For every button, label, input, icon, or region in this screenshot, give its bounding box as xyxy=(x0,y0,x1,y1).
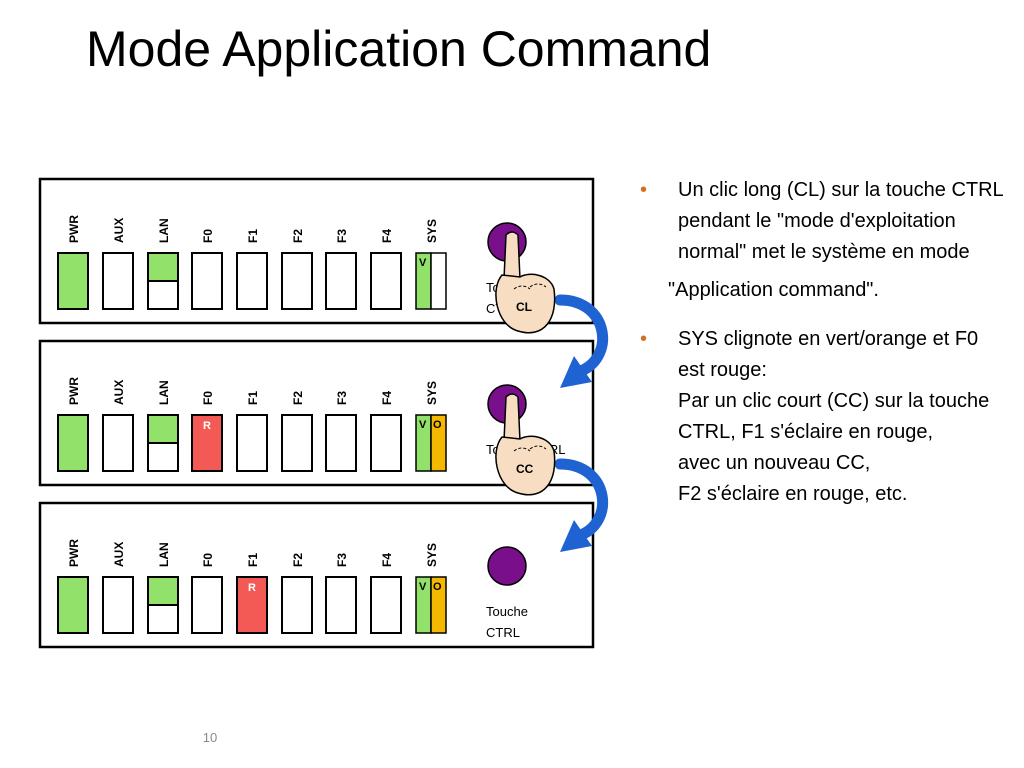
bullet-item: • Un clic long (CL) sur la touche CTRL p… xyxy=(636,175,1006,306)
led-f4 xyxy=(370,576,402,634)
led-f0 xyxy=(191,252,223,310)
led-f4 xyxy=(370,252,402,310)
hand-label: CL xyxy=(516,300,532,314)
led-f1 xyxy=(236,414,268,472)
knuckles xyxy=(513,283,547,290)
led-label-pwr: PWR xyxy=(67,539,81,567)
hand-label-bg xyxy=(514,461,538,475)
led-f2 xyxy=(281,576,313,634)
led-red-label: R xyxy=(203,420,211,432)
led-red-label: R xyxy=(248,582,256,594)
led-aux xyxy=(102,252,134,310)
led-label-f0: F0 xyxy=(201,229,215,243)
led-sys-o-label: O xyxy=(433,419,442,431)
led-label-f0: F0 xyxy=(201,553,215,567)
bullet-text: SYS clignote en vert/orange et F0 est ro… xyxy=(678,328,990,505)
led-label-aux: AUX xyxy=(112,218,126,243)
led-sys-orange xyxy=(430,414,447,472)
hand-label: CC xyxy=(516,462,534,476)
led-label-lan: LAN xyxy=(157,542,171,567)
led-label-lan: LAN xyxy=(157,380,171,405)
slide-title: Mode Application Command xyxy=(86,21,712,77)
finger xyxy=(503,393,521,442)
led-lan-top xyxy=(147,414,179,444)
led-pwr xyxy=(57,576,89,634)
led-pwr xyxy=(57,414,89,472)
arrow-body xyxy=(554,458,608,542)
led-sys-v-label: V xyxy=(419,581,427,593)
led-label-f2: F2 xyxy=(291,229,305,243)
led-label-f0: F0 xyxy=(201,391,215,405)
led-label-f3: F3 xyxy=(335,229,349,243)
led-label-sys: SYS xyxy=(425,381,439,405)
led-label-f1: F1 xyxy=(246,229,260,243)
led-lan-top xyxy=(147,576,179,606)
pointing-hand-icon: CL xyxy=(495,231,556,334)
led-aux xyxy=(102,576,134,634)
led-sys-o-label: O xyxy=(433,581,442,593)
led-label-f3: F3 xyxy=(335,553,349,567)
led-sys-v-label: V xyxy=(419,257,427,269)
led-label-sys: SYS xyxy=(425,219,439,243)
ctrl-button xyxy=(487,546,527,586)
led-f0 xyxy=(191,414,223,472)
led-f2 xyxy=(281,252,313,310)
touch-ctrl-label: CTRL xyxy=(486,625,520,640)
led-label-f3: F3 xyxy=(335,391,349,405)
led-label-sys: SYS xyxy=(425,543,439,567)
arrow-head xyxy=(560,520,592,552)
led-label-f4: F4 xyxy=(380,229,394,243)
led-aux xyxy=(102,414,134,472)
led-f3 xyxy=(325,414,357,472)
led-lan-top xyxy=(147,252,179,282)
led-label-f4: F4 xyxy=(380,391,394,405)
led-label-lan: LAN xyxy=(157,218,171,243)
led-f1 xyxy=(236,252,268,310)
arrow-body xyxy=(554,294,608,378)
led-f0 xyxy=(191,576,223,634)
led-f3 xyxy=(325,252,357,310)
led-label-f2: F2 xyxy=(291,391,305,405)
bullet-list: • Un clic long (CL) sur la touche CTRL p… xyxy=(636,175,1006,510)
led-label-f1: F1 xyxy=(246,553,260,567)
arrow-down-2 xyxy=(554,458,608,552)
led-label-pwr: PWR xyxy=(67,377,81,405)
led-label-f2: F2 xyxy=(291,553,305,567)
led-label-f1: F1 xyxy=(246,391,260,405)
led-f2 xyxy=(281,414,313,472)
led-sys-orange xyxy=(430,576,447,634)
touch-ctrl-label: Touche xyxy=(486,604,528,619)
hand-label-bg xyxy=(514,299,538,313)
bullet-dot: • xyxy=(640,179,648,201)
bullet-subtext: "Application command". xyxy=(668,279,879,301)
bullet-text: Un clic long (CL) sur la touche CTRL pen… xyxy=(678,179,1003,263)
bullet-dot: • xyxy=(640,328,648,350)
led-f3 xyxy=(325,576,357,634)
knuckles xyxy=(513,445,547,452)
led-sys-v-label: V xyxy=(419,419,427,431)
finger xyxy=(503,231,521,280)
led-pwr xyxy=(57,252,89,310)
led-label-aux: AUX xyxy=(112,542,126,567)
arrow-head xyxy=(560,356,592,388)
page-number: 10 xyxy=(202,730,218,745)
led-sys-orange xyxy=(430,252,447,310)
pointing-hand-icon: CC xyxy=(495,393,556,496)
bullet-item: • SYS clignote en vert/orange et F0 est … xyxy=(636,324,1006,510)
led-label-pwr: PWR xyxy=(67,215,81,243)
led-label-aux: AUX xyxy=(112,380,126,405)
led-f4 xyxy=(370,414,402,472)
led-f1 xyxy=(236,576,268,634)
led-label-f4: F4 xyxy=(380,553,394,567)
arrow-down-1 xyxy=(554,294,608,388)
